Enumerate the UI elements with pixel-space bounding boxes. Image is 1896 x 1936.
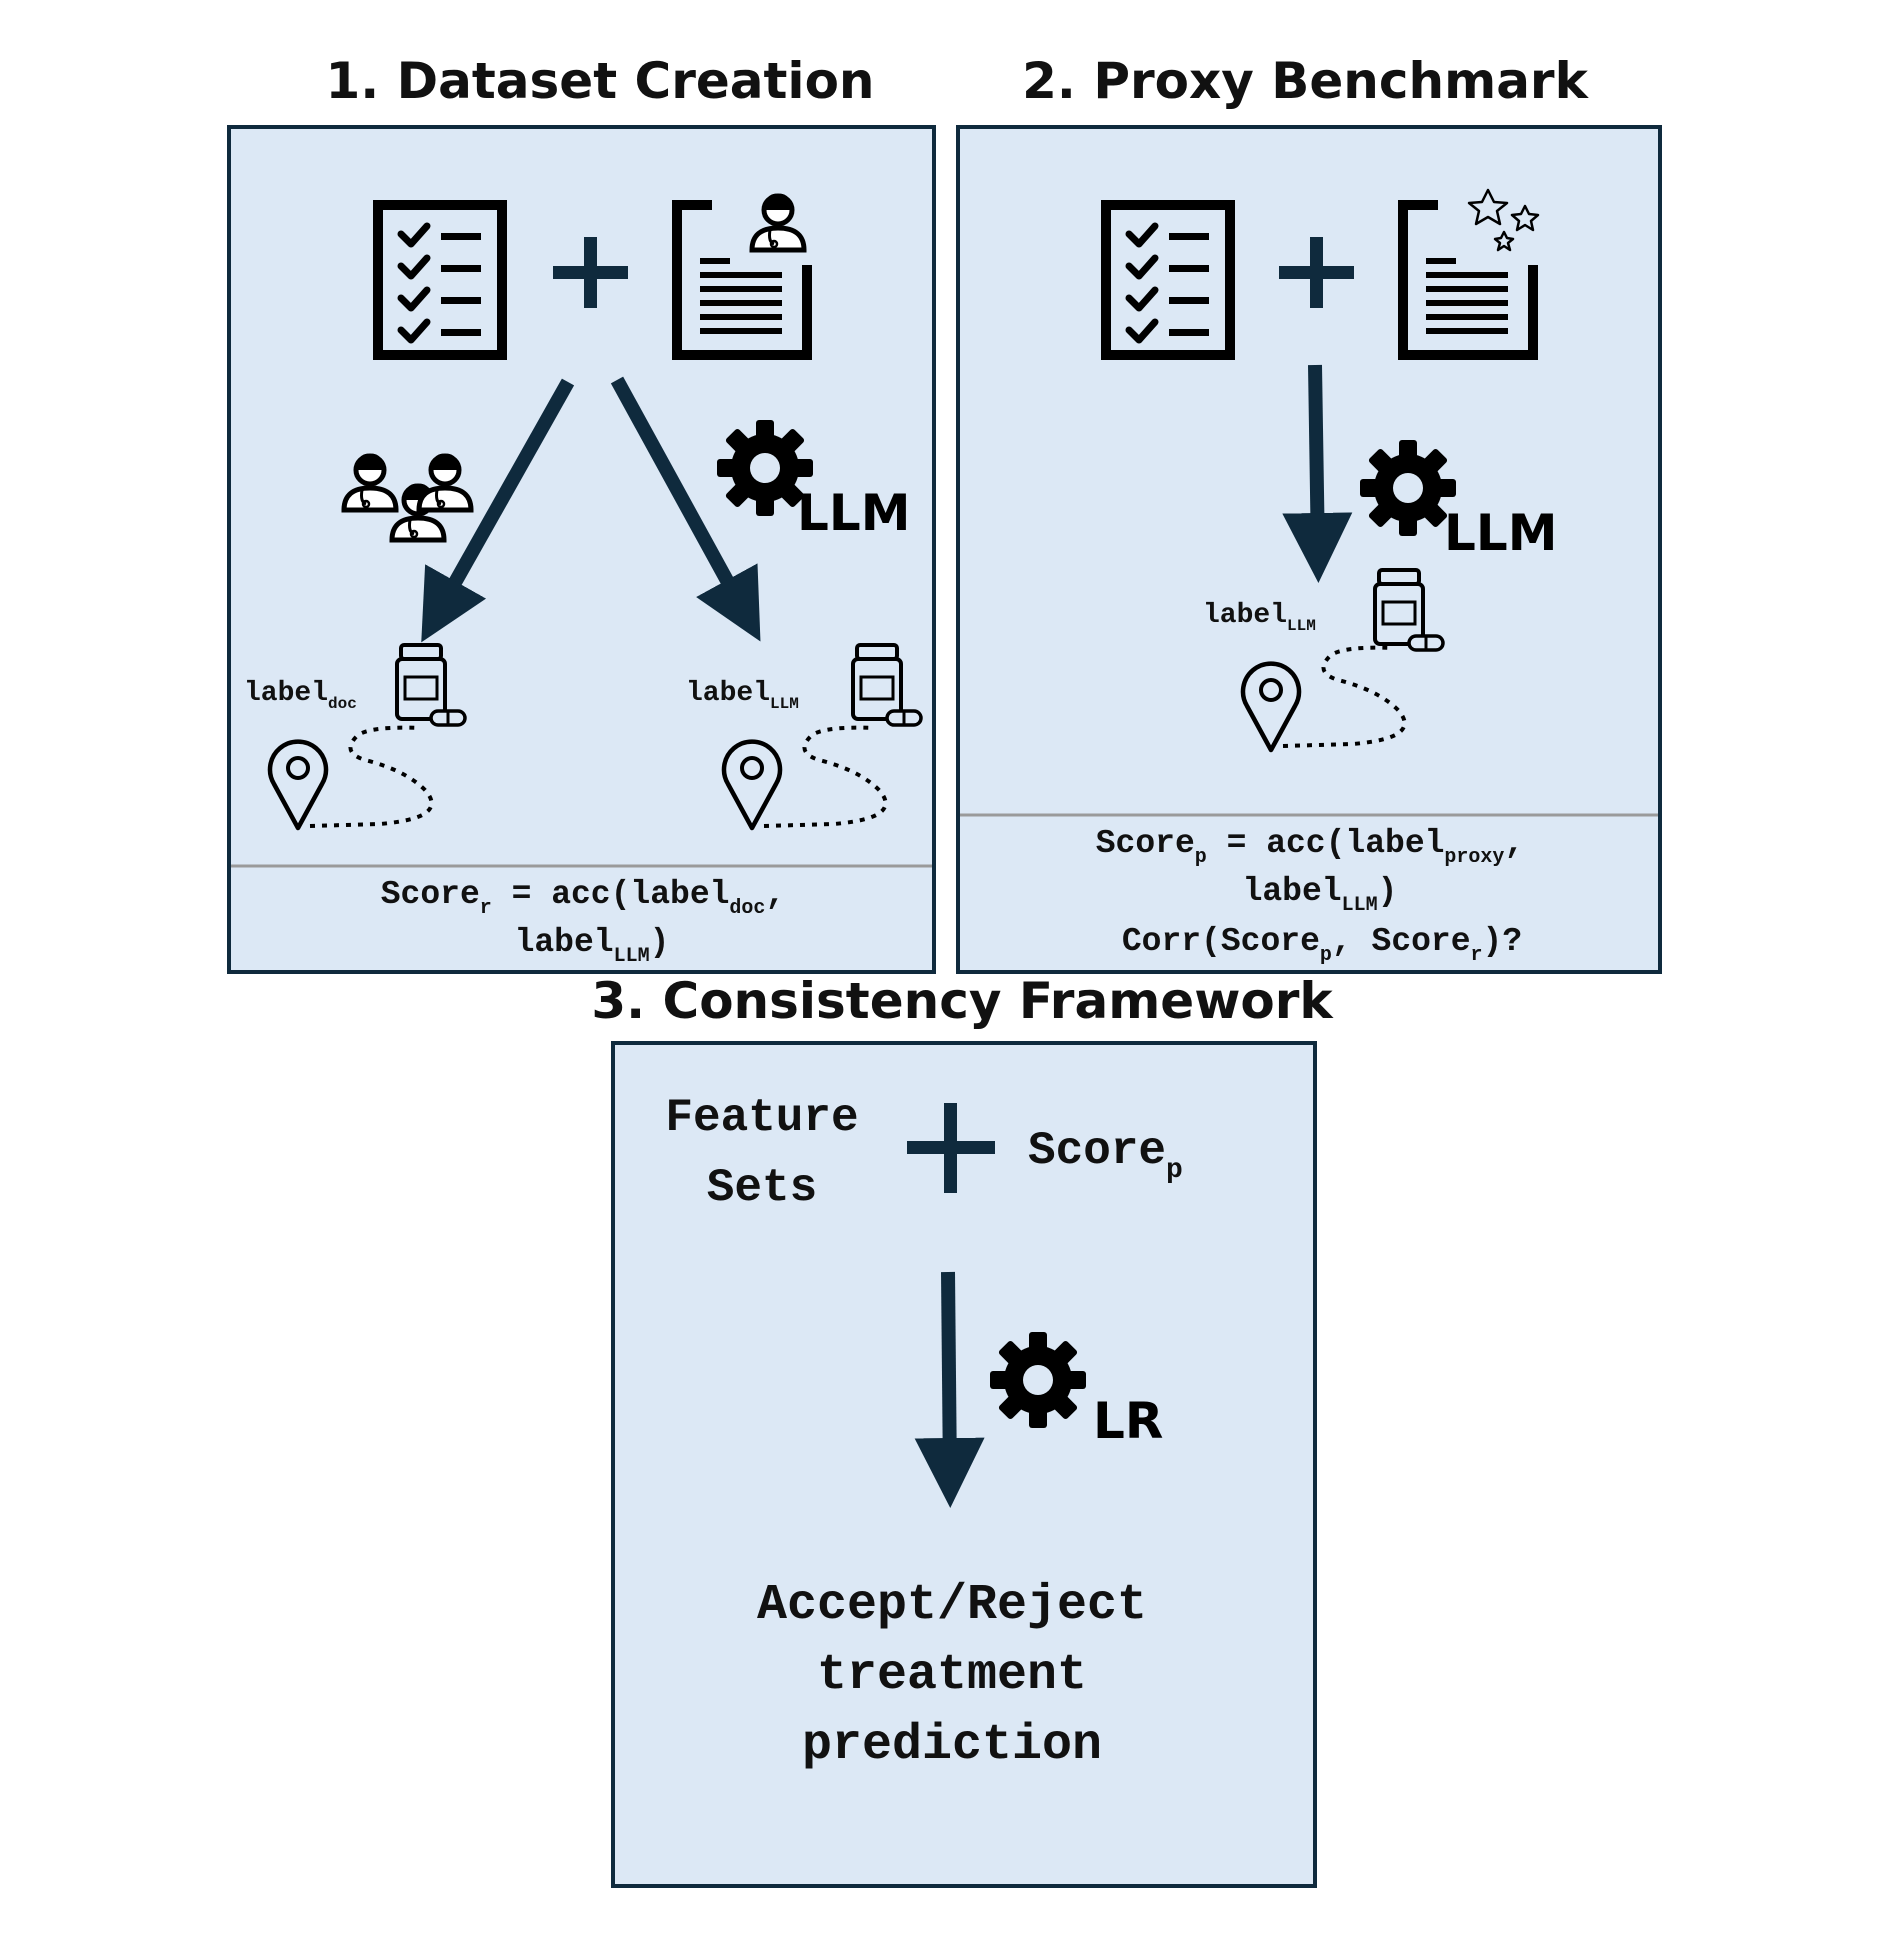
llm-label: LLM [797, 484, 910, 542]
feature-sets-line1: Feature [665, 1092, 858, 1144]
arrow-icon [421, 378, 575, 643]
label-llm: labelLLM [1203, 600, 1316, 635]
proxy-benchmark-title: 2. Proxy Benchmark [1022, 52, 1589, 110]
result-line2: treatment [817, 1647, 1087, 1704]
label-llm: labelLLM [686, 678, 799, 713]
gear-icon [990, 1332, 1086, 1428]
score-r-formula: Scorer = acc(labeldoc, [381, 876, 786, 920]
dotted-path-icon [1282, 645, 1407, 748]
score-p-formula-line2: labelLLM) [1243, 873, 1398, 917]
dotted-path-icon [309, 725, 434, 828]
star-report-icon [1403, 188, 1540, 355]
lr-label: LR [1093, 1392, 1163, 1450]
arrow-icon [1282, 364, 1353, 583]
arrow-icon [610, 376, 761, 642]
plus-icon [907, 1103, 995, 1193]
score-r-formula-line2: labelLLM) [515, 924, 670, 968]
dataset-creation-title: 1. Dataset Creation [325, 52, 874, 110]
dotted-path-icon [763, 725, 888, 828]
feature-sets-line2: Sets [707, 1162, 817, 1214]
llm-label: LLM [1444, 504, 1557, 562]
panel-proxy-benchmark: 2. Proxy Benchmark LLM labelLLM [956, 52, 1662, 974]
consistency-framework-title: 3. Consistency Framework [591, 972, 1334, 1030]
result-line1: Accept/Reject [757, 1577, 1147, 1634]
label-doc: labeldoc [244, 678, 357, 713]
panel-consistency-framework: 3. Consistency Framework Feature Sets Sc… [591, 972, 1334, 1888]
dataset-creation-box [227, 125, 936, 974]
arrow-icon [914, 1271, 985, 1508]
plus-icon [553, 237, 628, 308]
correlation-question: Corr(Scorep, Scorer)? [1122, 923, 1522, 967]
panel-dataset-creation: 1. Dataset Creation LLM labeldoc [227, 52, 936, 974]
score-p-formula: Scorep = acc(labelproxy, [1096, 825, 1525, 869]
gear-icon [1360, 440, 1456, 536]
score-p-input: Scorep [1028, 1125, 1183, 1186]
result-line3: prediction [802, 1717, 1102, 1774]
plus-icon [1279, 237, 1354, 308]
